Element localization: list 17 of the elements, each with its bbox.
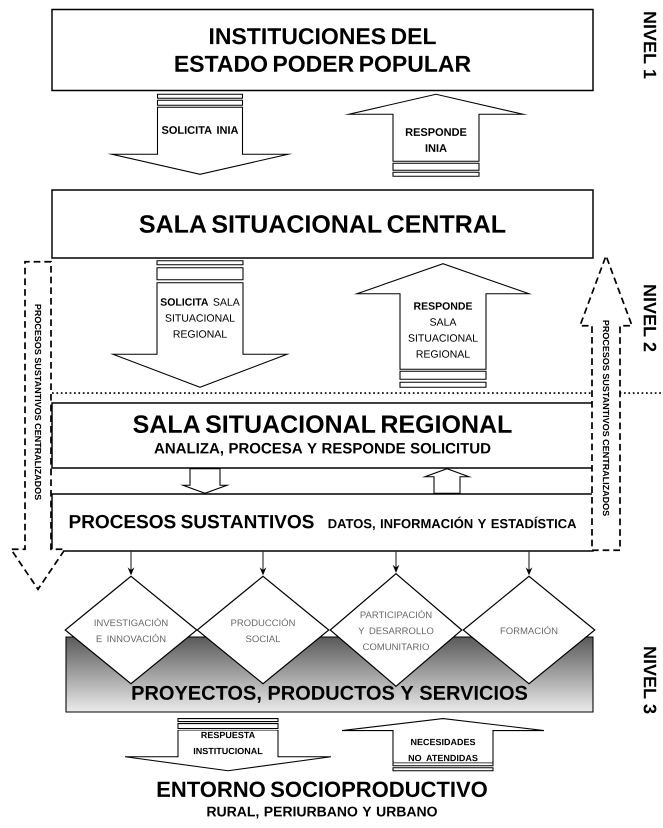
level-label: NIVEL 1 [644, 12, 656, 78]
process-box: INSTITUCIONES DEL ESTADO PODER POPULAR [51, 8, 594, 92]
edge-label: NECESIDADES NO ATENDIDAS [394, 737, 492, 763]
process-box: SALA SITUACIONAL CENTRAL [51, 189, 594, 259]
edge-label: SOLICITA INIA [158, 124, 242, 136]
process-box: PROCESOS SUSTANTIVOS DATOS, INFORMACIÓN Y ESTADÍSTICA [51, 493, 594, 552]
environment-text: ENTORNO SOCIOPRODUCTIVO RURAL, PERIURBANO Y URBANO [158, 782, 487, 818]
edge-label: RESPUESTA INSTITUCIONAL [178, 730, 278, 756]
edge-label: SOLICITA SALA SITUACIONAL REGIONAL [158, 296, 242, 340]
block-arrow [180, 468, 230, 494]
edge-label: RESPONDE SALA SITUACIONAL REGIONAL [402, 300, 484, 360]
block-arrow [422, 468, 472, 494]
block-arrow [107, 94, 293, 175]
process-box: SALA SITUACIONAL REGIONAL ANALIZA, PROCESA Y RESPONDE SOLICITUD [51, 402, 594, 469]
edge-label: RESPONDE INIA [394, 126, 478, 154]
level-label: NIVEL 3 [644, 647, 656, 714]
level-label: NIVEL 2 [644, 285, 656, 352]
